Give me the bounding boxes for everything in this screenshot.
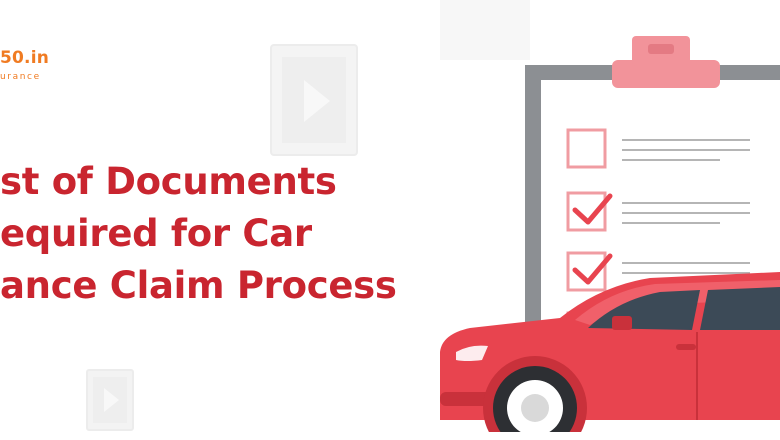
title-line-1: st of Documents <box>0 160 337 203</box>
checklist-item-1 <box>566 128 750 169</box>
faint-image-frame-bottom <box>86 369 134 431</box>
check-icon <box>572 253 613 285</box>
checklist-item-3 <box>566 251 750 292</box>
title-line-2: equired for Car <box>0 212 312 255</box>
faint-image-frame-top <box>270 44 358 156</box>
check-icon <box>572 193 613 225</box>
title-line-3: ance Claim Process <box>0 264 397 307</box>
checklist-item-2 <box>566 191 750 232</box>
car-icon <box>430 272 780 440</box>
logo-wordmark: 50.in <box>0 48 50 68</box>
faint-image-frame-right <box>440 0 530 60</box>
logo-tagline: urance <box>0 72 41 82</box>
